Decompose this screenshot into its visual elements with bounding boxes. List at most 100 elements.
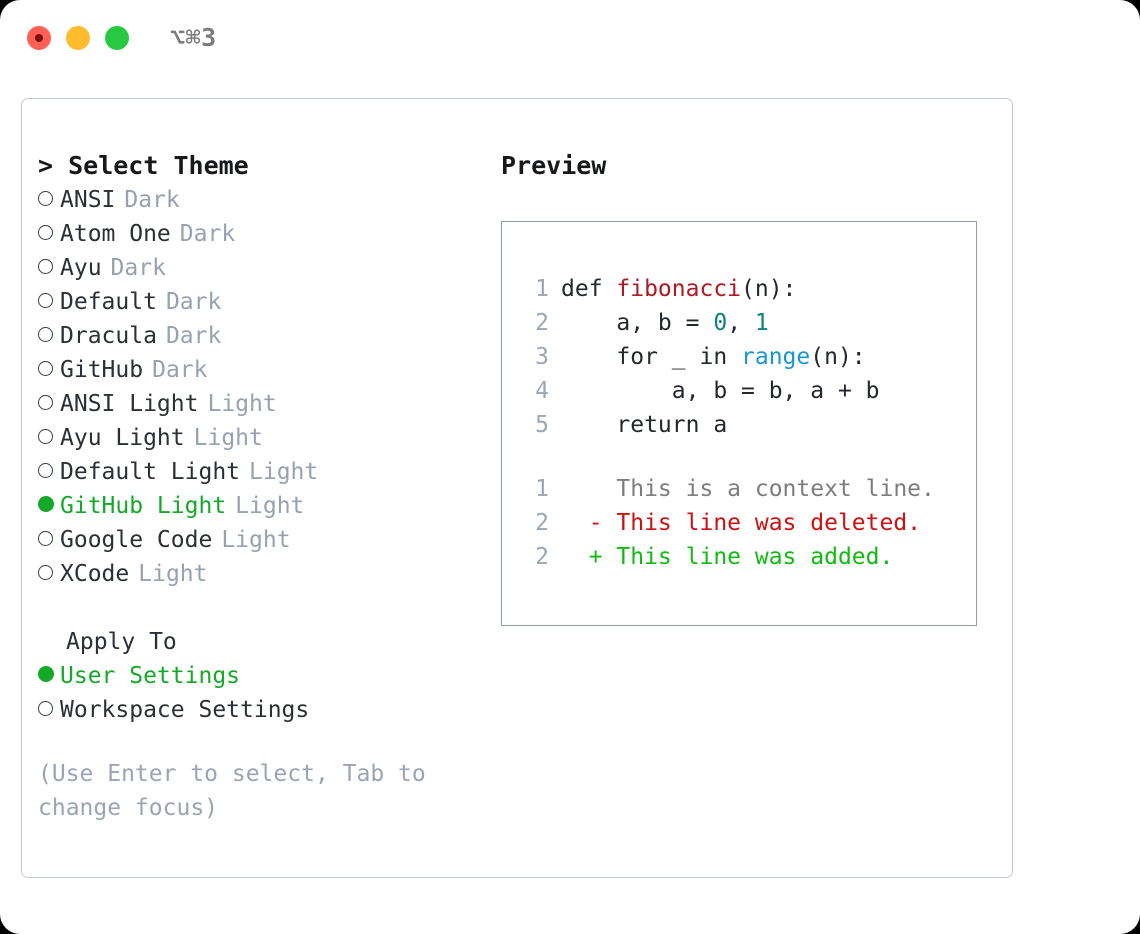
keyboard-hint-text: (Use Enter to select, Tab to change focu… xyxy=(38,761,426,821)
preview-heading: Preview xyxy=(501,151,607,180)
theme-variant-tag: Dark xyxy=(179,221,236,247)
theme-variant-tag: Dark xyxy=(110,255,166,281)
option-label: Google Code xyxy=(60,527,213,553)
radio-marker xyxy=(38,285,60,319)
line-number: 3 xyxy=(535,344,549,370)
minimize-window-button[interactable] xyxy=(66,26,90,50)
diff-line: 2 - This line was deleted. xyxy=(519,506,970,540)
radio-marker xyxy=(38,557,60,591)
code-token: range xyxy=(741,344,811,370)
code-token: for _ in xyxy=(561,344,742,370)
option-label: Ayu xyxy=(60,255,102,281)
code-line: 2 a, b = 0, 1 xyxy=(519,306,970,340)
maximize-window-button[interactable] xyxy=(105,26,129,50)
line-number: 5 xyxy=(535,412,549,438)
radio-marker xyxy=(38,523,60,557)
theme-variant-tag: Light xyxy=(138,561,208,587)
code-token: a, b = xyxy=(561,310,714,336)
option-label: ANSI Light xyxy=(60,391,199,417)
apply-to-heading: Apply To xyxy=(66,629,177,655)
theme-variant-tag: Light xyxy=(235,493,305,519)
list-item[interactable]: Workspace Settings xyxy=(38,693,488,727)
line-number: 2 xyxy=(535,544,549,570)
unselected-radio-icon xyxy=(38,531,53,546)
unselected-radio-icon xyxy=(38,259,53,274)
code-text: a, b = b, a + b xyxy=(549,374,880,408)
theme-variant-tag: Light xyxy=(207,391,277,417)
radio-marker xyxy=(38,659,60,693)
unselected-radio-icon xyxy=(38,429,53,444)
list-item[interactable]: XCode Light xyxy=(38,557,488,591)
unselected-radio-icon xyxy=(38,327,53,342)
code-line: 5 return a xyxy=(519,408,970,442)
line-number: 1 xyxy=(535,276,549,302)
code-token: a, b = b, a + b xyxy=(561,378,880,404)
code-token: (n): xyxy=(810,344,866,370)
code-token: (n): xyxy=(741,276,797,302)
unselected-radio-icon xyxy=(38,565,53,580)
unselected-radio-icon xyxy=(38,293,53,308)
option-label: GitHub xyxy=(60,357,144,383)
code-text: return a xyxy=(549,408,727,442)
code-text: a, b = 0, 1 xyxy=(549,306,769,340)
code-token: fibonacci xyxy=(616,276,742,302)
list-item[interactable]: Dracula Dark xyxy=(38,319,488,353)
radio-marker xyxy=(38,353,60,387)
radio-marker xyxy=(38,693,60,727)
radio-marker xyxy=(38,217,60,251)
code-token: return a xyxy=(561,412,728,438)
code-text: def fibonacci(n): xyxy=(549,272,796,306)
option-label: Dracula xyxy=(60,323,157,349)
code-text: for _ in range(n): xyxy=(549,340,866,374)
list-item[interactable]: Ayu Dark xyxy=(38,251,488,285)
option-label: ANSI xyxy=(60,187,116,213)
close-window-button[interactable] xyxy=(27,26,51,50)
unselected-radio-icon xyxy=(38,701,53,716)
keyboard-shortcut-label: ⌥⌘3 xyxy=(170,23,217,52)
option-label: GitHub Light xyxy=(60,493,227,519)
list-item[interactable]: User Settings xyxy=(38,659,488,693)
radio-marker xyxy=(38,183,60,217)
radio-marker xyxy=(38,387,60,421)
unselected-radio-icon xyxy=(38,191,53,206)
list-item[interactable]: ANSI Light Light xyxy=(38,387,488,421)
unselected-radio-icon xyxy=(38,361,53,376)
option-label: Default Light xyxy=(60,459,241,485)
diff-text: + This line was added. xyxy=(561,544,894,570)
code-token: 1 xyxy=(754,310,769,336)
theme-variant-tag: Dark xyxy=(165,323,222,349)
option-label: Ayu Light xyxy=(60,425,185,451)
list-item[interactable]: GitHub Light Light xyxy=(38,489,488,523)
option-label: XCode xyxy=(60,561,130,587)
list-item[interactable]: ANSI Dark xyxy=(38,183,488,217)
radio-marker xyxy=(38,455,60,489)
radio-marker xyxy=(38,251,60,285)
select-theme-heading: > Select Theme xyxy=(38,151,249,180)
code-token: , xyxy=(727,310,755,336)
diff-text: - This line was deleted. xyxy=(561,510,922,536)
window-controls xyxy=(27,26,129,50)
code-line: 3 for _ in range(n): xyxy=(519,340,970,374)
line-number: 4 xyxy=(535,378,549,404)
code-diff-separator xyxy=(519,442,970,472)
line-number: 2 xyxy=(535,510,549,536)
theme-variant-tag: Dark xyxy=(124,187,180,213)
title-bar: ⌥⌘3 xyxy=(0,0,1140,76)
radio-marker xyxy=(38,489,60,523)
theme-variant-tag: Dark xyxy=(165,289,222,315)
option-label: Workspace Settings xyxy=(60,697,310,723)
